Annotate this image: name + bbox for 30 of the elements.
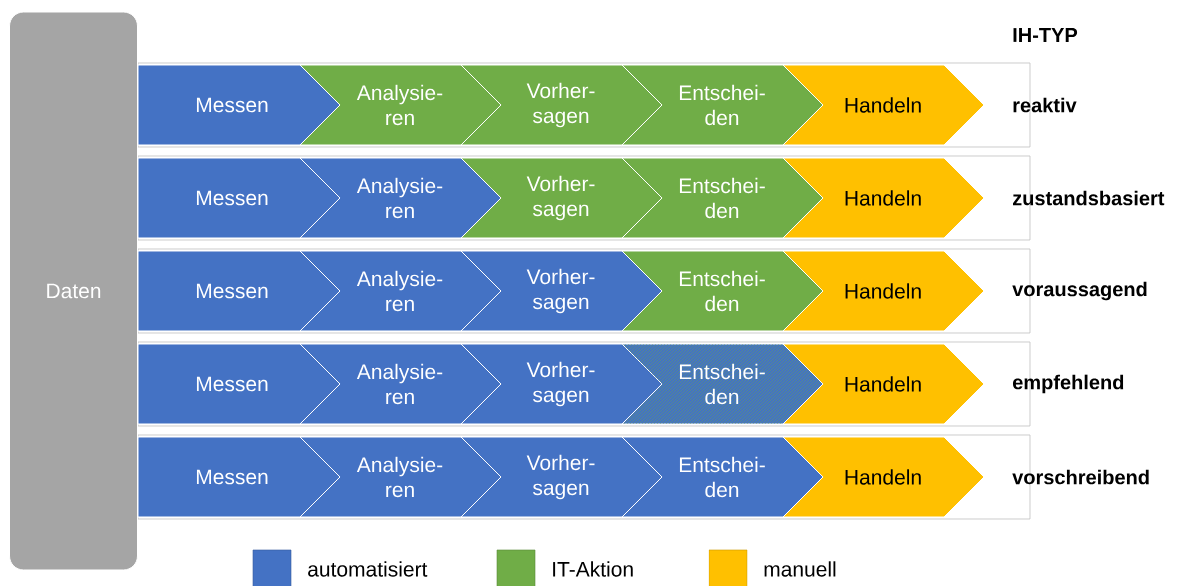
process-step: Entschei- den [621, 250, 824, 332]
process-step: Entschei- den [621, 157, 824, 239]
process-step: Vorher- sagen [460, 436, 663, 518]
row-label: empfehlend [1013, 374, 1124, 394]
legend-label: IT-Aktion [553, 561, 633, 577]
process-step: Entschei- den [621, 436, 824, 518]
process-step: Analysie- ren [299, 250, 502, 332]
process-step: Vorher- sagen [460, 343, 663, 425]
process-step: Entschei- den [621, 64, 824, 146]
legend-label: manuell [764, 561, 836, 577]
data-bar: Daten [9, 11, 138, 571]
row-label: zustandsbasiert [1013, 190, 1165, 206]
column-heading: IH-TYP [1013, 28, 1078, 42]
process-step: Handeln [782, 343, 985, 425]
process-step: Vorher- sagen [460, 250, 663, 332]
legend-label: automatisiert [308, 561, 428, 577]
process-step: Vorher- sagen [460, 64, 663, 146]
process-step: Handeln [782, 250, 985, 332]
row-label: reaktiv [1013, 97, 1077, 113]
process-step: Analysie- ren [299, 157, 502, 239]
process-step: Entschei- den [679, 363, 765, 405]
row-label: vorschreibend [1012, 469, 1149, 485]
process-step: Analysie- ren [299, 64, 502, 146]
process-step: Handeln [782, 64, 985, 146]
process-step: Handeln [782, 436, 985, 518]
process-step: Handeln [782, 157, 985, 239]
process-step: Analysie- ren [299, 436, 502, 518]
process-step: Vorher- sagen [460, 157, 663, 239]
process-step: Analysie- ren [299, 343, 502, 425]
row-label: voraussagend [1012, 281, 1147, 301]
